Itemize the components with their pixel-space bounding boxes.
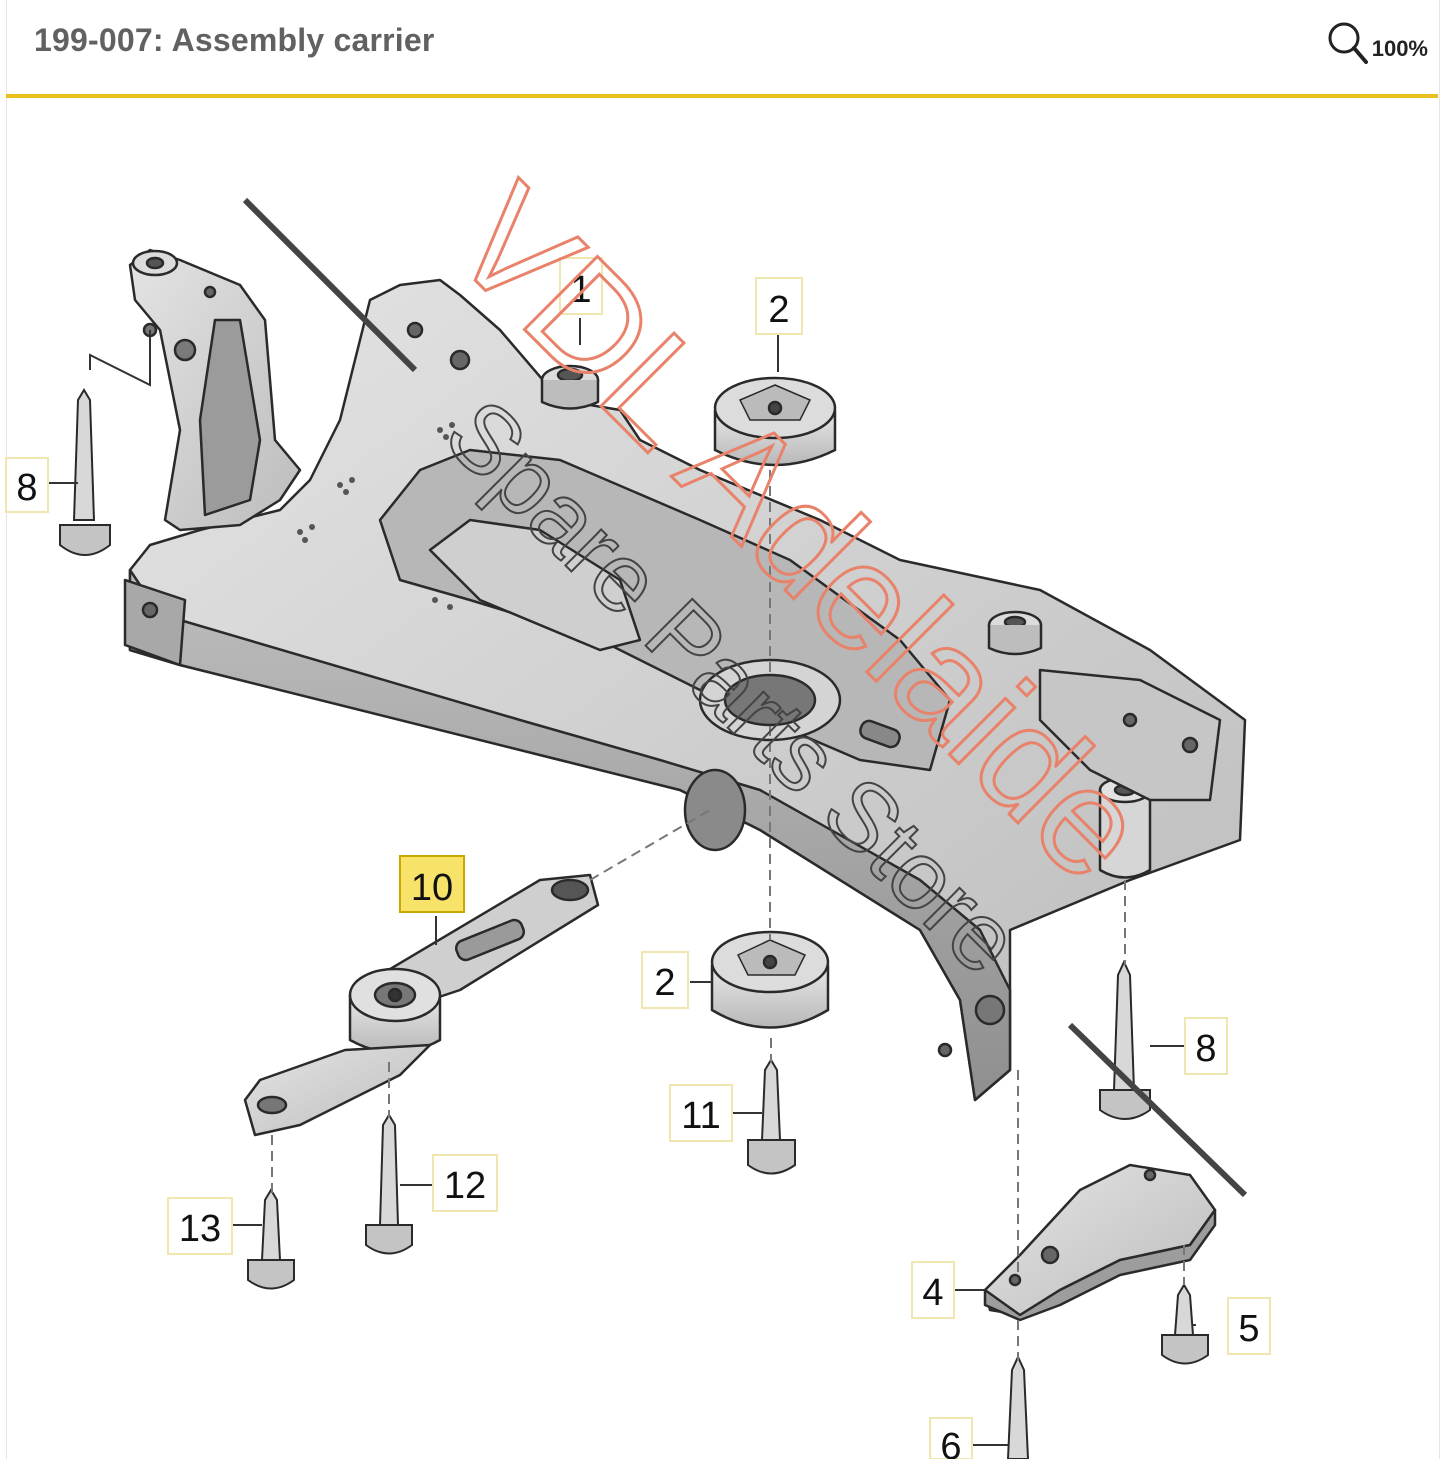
rubber-bush-lower [710,930,830,1029]
assembly-carrier [123,248,1247,1102]
watermark-strike-top [242,197,418,373]
callout-1-text: 1 [570,269,591,311]
callout-6-text: 6 [940,1426,961,1459]
callout-5-text: 5 [1238,1308,1259,1350]
mounting-bracket [983,1163,1217,1322]
callout-11-text: 11 [681,1095,720,1137]
callout-1[interactable]: 1 [559,257,603,315]
callout-10-text: 10 [411,867,453,909]
rubber-bush-upper [713,376,837,467]
callout-2-lower[interactable]: 2 [641,951,689,1009]
callout-2-upper[interactable]: 2 [755,277,803,335]
header: 199-007: Assembly carrier 100% [6,0,1438,96]
parts-diagram: 1 2 8 10 2 11 12 13 8 4 5 6 [5,152,1271,1459]
callout-8-left[interactable]: 8 [5,457,49,513]
bolts [59,388,1209,1459]
callout-8-right[interactable]: 8 [1184,1017,1228,1075]
callout-13[interactable]: 13 [167,1197,233,1255]
leader-lines [48,318,1196,1446]
callout-5[interactable]: 5 [1227,1297,1271,1355]
callout-12[interactable]: 12 [432,1154,498,1212]
callout-4[interactable]: 4 [911,1261,955,1319]
header-divider [6,94,1438,98]
zoom-level: 100% [1371,36,1428,61]
callout-4-text: 4 [922,1272,943,1314]
callout-6[interactable]: 6 [929,1417,973,1459]
callout-2-upper-text: 2 [768,289,789,331]
callout-2-lower-text: 2 [654,962,675,1004]
callout-8-right-text: 8 [1195,1028,1216,1070]
pendulum-support [243,873,600,1137]
callout-12-text: 12 [444,1165,486,1207]
callout-11[interactable]: 11 [669,1084,733,1142]
callout-10[interactable]: 10 [399,855,465,913]
magnifier-icon [1328,22,1368,64]
page-title: 199-007: Assembly carrier [34,22,435,58]
callout-8-left-text: 8 [16,467,37,509]
zoom-button[interactable]: 100% [1326,20,1428,66]
watermark-strike-bottom [1067,1022,1248,1198]
callout-13-text: 13 [179,1208,221,1250]
